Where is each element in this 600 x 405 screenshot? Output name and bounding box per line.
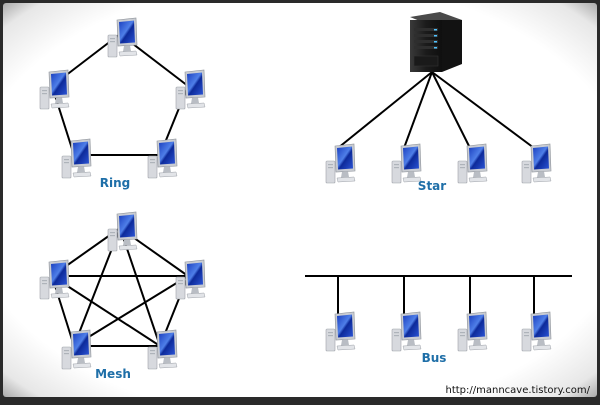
bus-links xyxy=(305,275,572,316)
source-credit: http://manncave.tistory.com/ xyxy=(445,385,590,396)
star-diagram: Star xyxy=(325,12,552,193)
page-background xyxy=(3,3,597,397)
ring-diagram: Ring xyxy=(39,17,206,190)
server-icon xyxy=(410,12,462,72)
star-label: Star xyxy=(418,179,446,193)
star-links xyxy=(337,71,535,149)
ring-label: Ring xyxy=(100,176,131,190)
mesh-label: Mesh xyxy=(95,367,131,381)
mesh-diagram: Mesh xyxy=(39,211,206,381)
bus-diagram: Bus xyxy=(305,275,572,365)
bus-label: Bus xyxy=(422,351,447,365)
